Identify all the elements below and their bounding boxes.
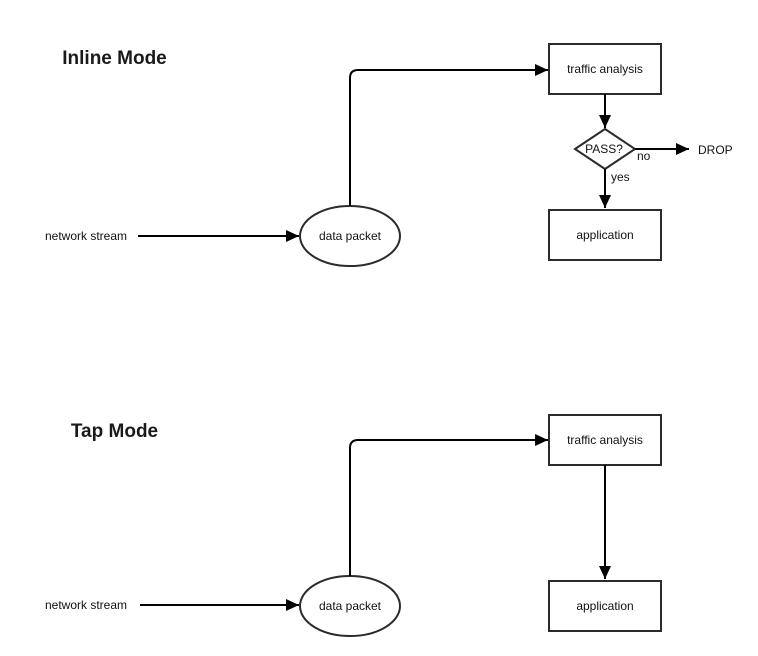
- tap-mode-section: Tap Mode network stream data packet traf…: [45, 414, 662, 637]
- data-packet-label: data packet: [319, 599, 382, 613]
- connector-data-packet-to-traffic-analysis: [349, 64, 548, 206]
- connector-data-packet-to-traffic-analysis: [349, 434, 548, 576]
- application-box: [548, 209, 662, 261]
- inline-mode-section: Inline Mode network stream data packet t…: [45, 43, 733, 267]
- network-stream-label: network stream: [45, 598, 127, 612]
- application-label: application: [576, 228, 633, 242]
- data-packet-label: data packet: [319, 229, 382, 243]
- network-stream-label: network stream: [45, 229, 127, 243]
- traffic-analysis-label: traffic analysis: [567, 62, 643, 76]
- inline-mode-title: Inline Mode: [62, 48, 167, 69]
- drop-label: DROP: [698, 143, 733, 157]
- application-box: [548, 580, 662, 632]
- traffic-analysis-box: [548, 414, 662, 466]
- application-label: application: [576, 599, 633, 613]
- yes-branch-label: yes: [611, 170, 630, 184]
- traffic-analysis-label: traffic analysis: [567, 433, 643, 447]
- no-branch-label: no: [637, 149, 651, 163]
- traffic-analysis-box: [548, 43, 662, 95]
- tap-mode-title: Tap Mode: [71, 421, 158, 442]
- pass-decision-label: PASS?: [585, 142, 623, 156]
